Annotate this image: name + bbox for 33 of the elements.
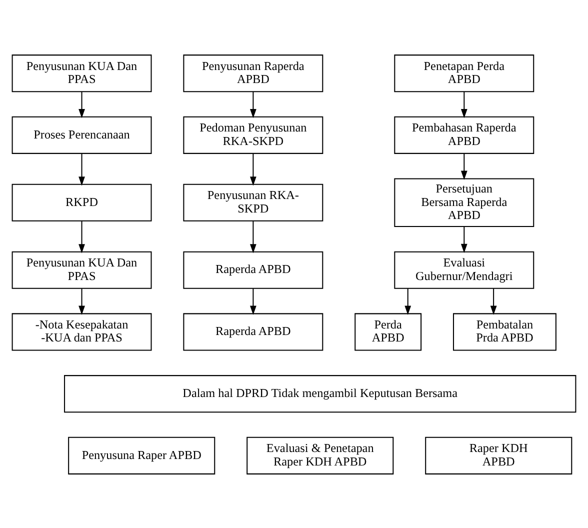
arrow: [460, 153, 468, 180]
node-box: Penyusunan KUA Dan PPAS: [12, 54, 152, 92]
node-box: Dalam hal DPRD Tidak mengambil Keputusan Bersama: [64, 374, 576, 412]
arrow: [78, 91, 85, 118]
arrow: [78, 288, 85, 314]
arrow: [78, 153, 85, 186]
node-box: Penyusunan RKA-SKPD: [183, 183, 324, 221]
node-box: Persetujuan Bersama Raperda APBD: [394, 178, 534, 226]
node-box: Evaluasi & Penetapan Raper KDH APBD: [246, 436, 394, 474]
node-box: RKPD: [12, 183, 152, 221]
node-box: Penetapan Perda APBD: [394, 54, 534, 92]
arrow: [250, 91, 256, 118]
node-box: Raperda APBD: [183, 250, 324, 288]
arrow: [250, 153, 256, 186]
arrow: [490, 288, 497, 314]
node-box: Penyusunan KUA Dan PPAS: [12, 250, 152, 288]
arrow: [404, 288, 412, 314]
arrow: [78, 220, 85, 253]
arrow: [250, 288, 256, 314]
node-box: Perda APBD: [354, 312, 422, 350]
arrow: [460, 91, 468, 118]
node-box: Evaluasi Gubernur/Mendagri: [394, 250, 534, 288]
node-box: Pembahasan Raperda APBD: [394, 116, 534, 154]
node-box: Raperda APBD: [183, 312, 324, 350]
arrow: [460, 226, 468, 253]
node-box: Proses Perencanaan: [12, 116, 152, 154]
arrow: [250, 220, 256, 253]
node-box: Pembatalan Prda APBD: [452, 312, 556, 350]
node-box: Penyusuna Raper APBD: [68, 436, 216, 474]
node-box: -Nota Kesepakatan -KUA dan PPAS: [12, 312, 152, 350]
node-box: Pedoman Penyusunan RKA-SKPD: [183, 116, 324, 154]
node-box: Penyusunan Raperda APBD: [183, 54, 324, 92]
node-box: Raper KDH APBD: [425, 436, 572, 474]
